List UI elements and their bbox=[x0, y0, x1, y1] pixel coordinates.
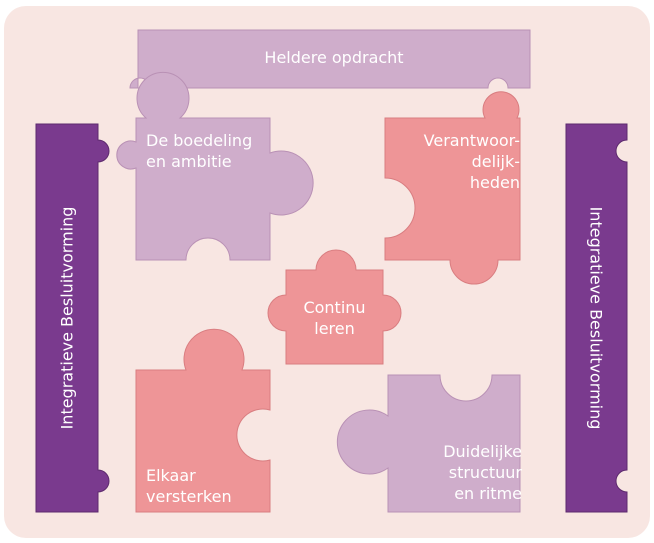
top-bar-piece bbox=[129, 29, 531, 89]
reinforce-piece bbox=[135, 328, 271, 513]
top-bar-label: Heldere opdracht bbox=[264, 48, 404, 67]
right-bar-label: Integratieve Besluitvorming bbox=[586, 206, 606, 430]
responsibilities-piece bbox=[384, 91, 521, 285]
intent-piece-label: De boedeling en ambitie bbox=[146, 131, 253, 171]
left-bar-piece bbox=[35, 123, 110, 513]
right-bar-piece bbox=[565, 123, 628, 513]
learning-piece-label: Continu leren bbox=[303, 298, 366, 338]
intent-piece bbox=[116, 71, 314, 261]
responsibilities-piece-label: Verantwoor- delijk- heden bbox=[423, 131, 520, 192]
structure-piece bbox=[336, 374, 521, 513]
structure-piece-label: Duidelijke structuur en ritme bbox=[443, 442, 522, 503]
reinforce-piece-label: Elkaar versterken bbox=[146, 466, 232, 506]
left-bar-label: Integratieve Besluitvorming bbox=[57, 206, 77, 430]
learning-piece bbox=[267, 249, 402, 365]
